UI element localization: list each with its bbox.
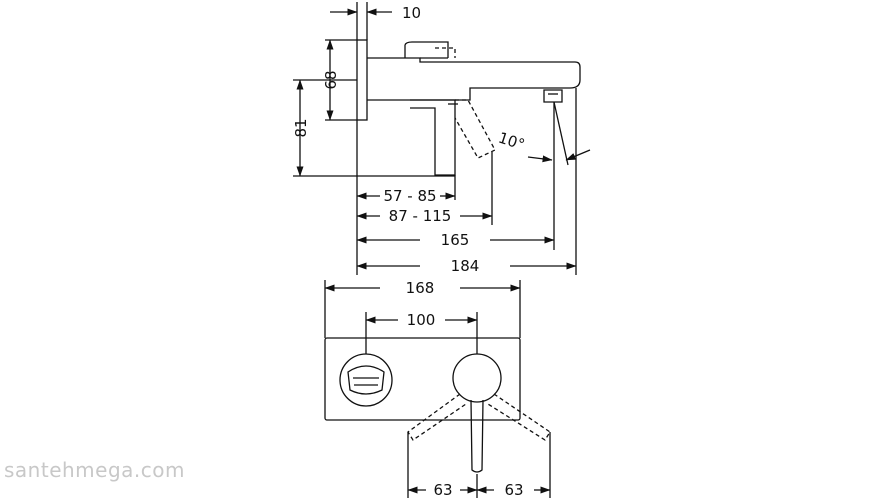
dim-spout-reach: 165 [441, 231, 470, 249]
front-view [324, 280, 551, 498]
cartridge-cap [404, 41, 449, 58]
wall-plate-side [356, 39, 368, 121]
lever-rotated-dashed [454, 99, 496, 159]
lever-front [470, 399, 484, 473]
dim-wall-depth-long: 87 - 115 [389, 207, 452, 225]
dim-wall-depth-short: 57 - 85 [383, 187, 436, 205]
lever-side [410, 99, 456, 176]
side-view [293, 2, 591, 275]
lever-rotated-left [407, 393, 467, 441]
dimension-labels: 10 68 81 57 - 85 87 - 115 165 184 10° 16… [292, 4, 527, 499]
watermark: santehmega.com [4, 458, 185, 482]
aerator [543, 89, 563, 103]
dim-lever-right: 63 [504, 481, 523, 499]
lever-rotated-right [487, 393, 551, 441]
dim-total-height: 81 [292, 118, 310, 137]
dim-center-distance: 100 [407, 311, 436, 329]
spout-outlet-front [339, 353, 393, 407]
lever-base-front [452, 353, 502, 403]
dim-total-reach: 184 [451, 257, 480, 275]
dim-plate-height: 68 [322, 70, 340, 89]
dim-lever-angle: 10° [496, 129, 527, 154]
dim-lever-left: 63 [433, 481, 452, 499]
spout-side [367, 57, 581, 101]
dim-plate-width: 168 [406, 279, 435, 297]
dim-flange-thickness: 10 [402, 4, 421, 22]
